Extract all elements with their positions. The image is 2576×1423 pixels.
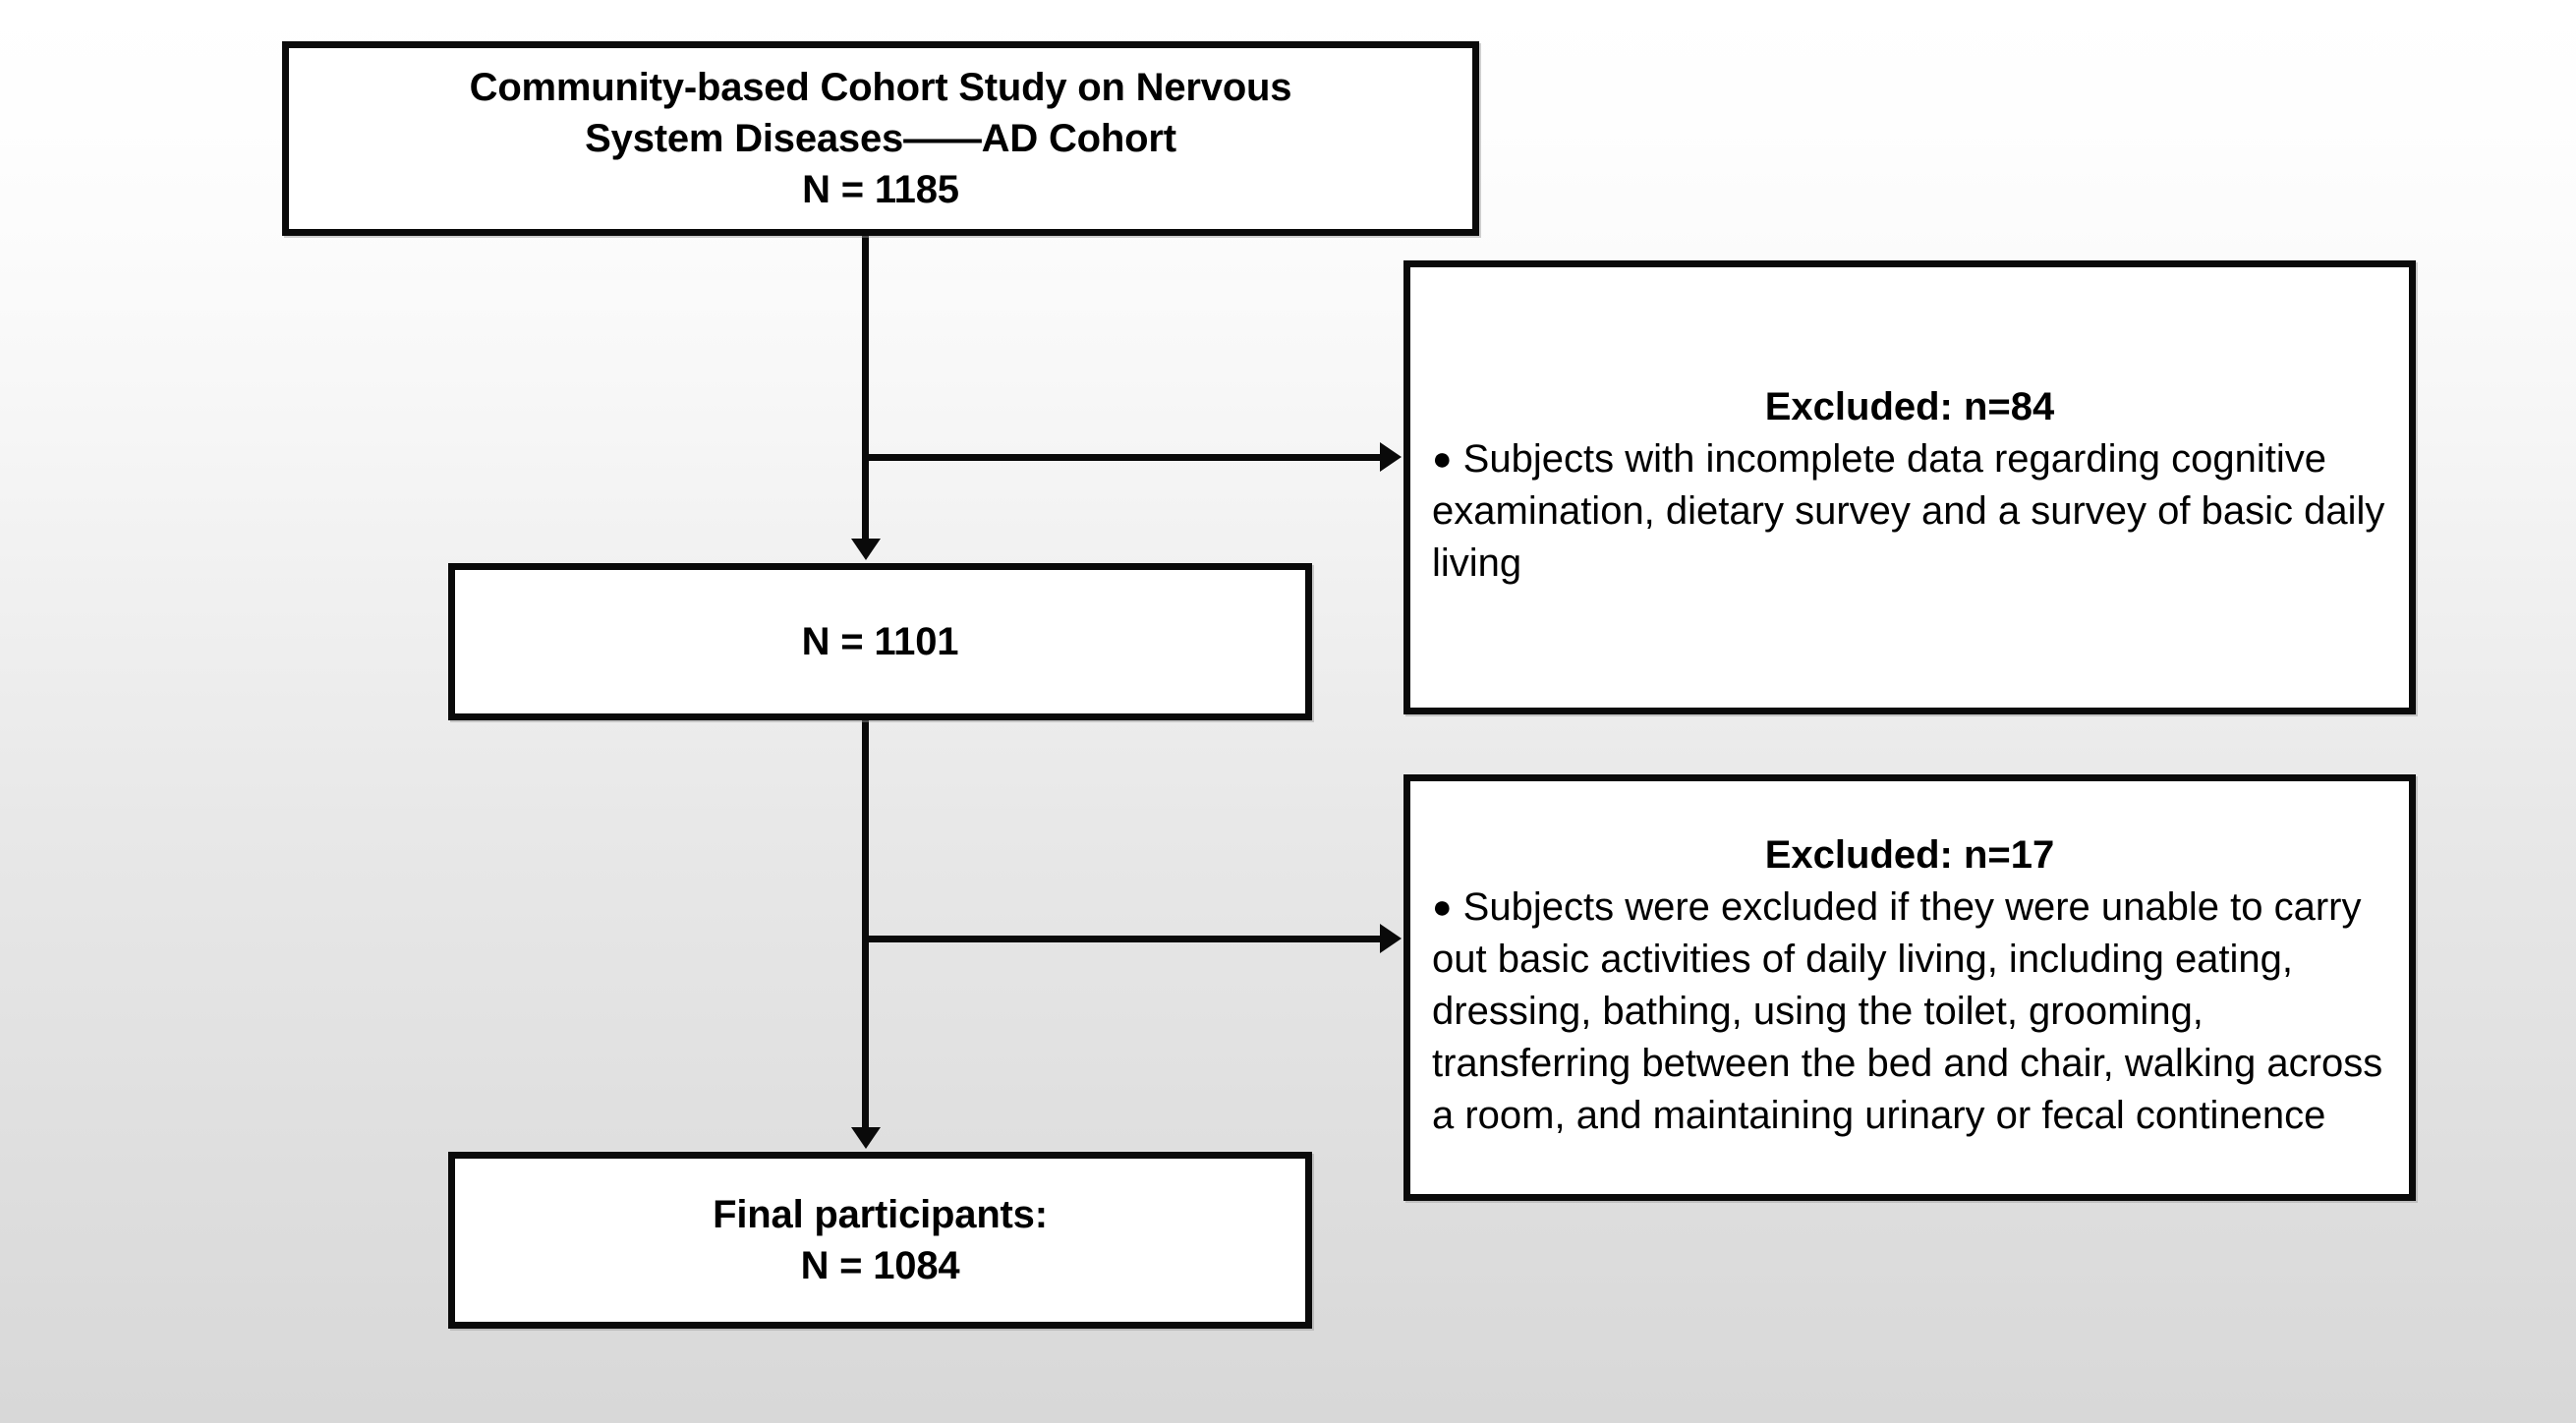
arrow-into-exclusion-2 [1380, 924, 1402, 953]
after-first-exclusion-count: N = 1101 [801, 620, 959, 663]
final-count: N = 1084 [800, 1244, 960, 1287]
cohort-count: N = 1185 [802, 168, 959, 211]
node-after-first-exclusion-box: N = 1101 [448, 563, 1312, 720]
connector-vline-top [862, 236, 869, 539]
exclusion-2-body: ● Subjects were excluded if they were un… [1432, 882, 2387, 1143]
connector-hline-exclusion-2 [862, 936, 1382, 942]
cohort-title-line-1: Community-based Cohort Study on Nervous [469, 66, 1292, 109]
node-final-box: Final participants: N = 1084 [448, 1152, 1312, 1329]
exclusion-1-body-text: Subjects with incomplete data regarding … [1432, 436, 2385, 586]
arrow-into-final [851, 1127, 881, 1149]
bullet-icon: ● [1432, 439, 1453, 478]
connector-vline-bottom [862, 720, 869, 1127]
exclusion-1-heading: Excluded: n=84 [1764, 384, 2055, 428]
cohort-title-line-2: System Diseases——AD Cohort [585, 117, 1176, 160]
arrow-into-n1101 [851, 539, 881, 560]
exclusion-2-body-text: Subjects were excluded if they were unab… [1432, 884, 2383, 1138]
exclusion-box-1: Excluded: n=84 ● Subjects with incomplet… [1403, 260, 2416, 714]
final-label: Final participants: [713, 1193, 1048, 1236]
exclusion-1-body: ● Subjects with incomplete data regardin… [1432, 433, 2387, 591]
connector-hline-exclusion-1 [862, 454, 1382, 461]
exclusion-box-2: Excluded: n=17 ● Subjects were excluded … [1403, 774, 2416, 1201]
arrow-into-exclusion-1 [1380, 442, 1402, 472]
bullet-icon: ● [1432, 887, 1453, 926]
node-cohort-box: Community-based Cohort Study on Nervous … [282, 41, 1479, 236]
exclusion-2-heading: Excluded: n=17 [1764, 832, 2055, 877]
